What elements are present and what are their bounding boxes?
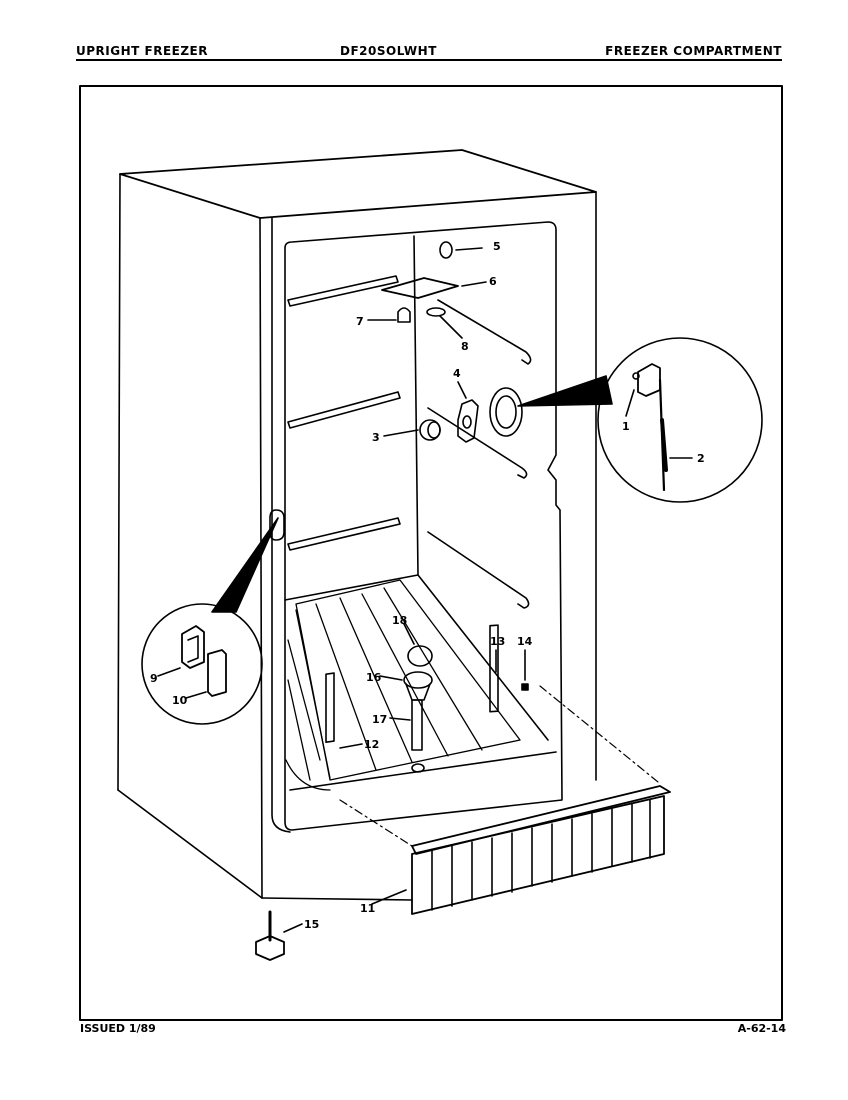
- thermostat-mount: [489, 387, 523, 437]
- callout-13: 13: [490, 635, 505, 648]
- header-section-title: FREEZER COMPARTMENT: [605, 44, 782, 58]
- detail-circle-thermostat: [597, 337, 763, 503]
- footer-page-code: A-62-14: [737, 1022, 786, 1035]
- callout-9: 9: [150, 672, 158, 685]
- part-8-bulb: [426, 307, 463, 339]
- part-4-thermostat-bezel: [457, 381, 479, 443]
- part-12-basket-guide-left: [325, 672, 363, 749]
- part-18-drain-cap: [403, 623, 433, 667]
- callout-15: 15: [304, 918, 319, 931]
- header-model-number: DF20SOLWHT: [340, 44, 437, 58]
- part-5-clip: [439, 241, 483, 259]
- footer-issue-date: ISSUED 1/89: [80, 1022, 156, 1035]
- header-rule: [76, 59, 782, 61]
- callout-12: 12: [364, 738, 379, 751]
- callout-14: 14: [517, 635, 533, 648]
- callout-3: 3: [372, 431, 380, 444]
- part-15-leveling-leg: [255, 910, 303, 961]
- part-1-thermostat: [625, 363, 661, 417]
- callout-5: 5: [493, 240, 501, 253]
- callout-8: 8: [461, 340, 469, 353]
- part-7-socket: [367, 307, 411, 323]
- header-product-type: UPRIGHT FREEZER: [76, 44, 208, 58]
- callout-16: 16: [366, 671, 382, 684]
- assembly-lines: [339, 685, 659, 847]
- callout-11: 11: [360, 902, 375, 915]
- callout-7: 7: [356, 315, 364, 328]
- callout-4: 4: [453, 367, 461, 380]
- right-shelf-rails: [427, 299, 532, 609]
- part-13-basket-guide-right: [489, 624, 499, 713]
- diagram-frame: [79, 85, 783, 1021]
- part-10-insert: [185, 649, 227, 699]
- callout-6: 6: [489, 275, 497, 288]
- part-6-light-housing: [381, 277, 487, 299]
- callout-18: 18: [392, 614, 407, 627]
- door-stop-slot: [269, 509, 285, 541]
- part-16-drain-trough: [379, 671, 433, 701]
- cabinet-body: [117, 149, 597, 901]
- detail-circle-door-stop: [141, 603, 263, 725]
- bottom-basket: [285, 579, 521, 791]
- callout-cone-left: [211, 517, 279, 613]
- liner-opening: [271, 217, 563, 833]
- callout-1: 1: [622, 420, 630, 433]
- part-2-capillary-tube: [658, 378, 693, 492]
- callout-17: 17: [372, 713, 387, 726]
- part-14-screw: [521, 649, 529, 691]
- part-3-knob: [383, 419, 441, 441]
- callout-cone-right: [517, 375, 613, 407]
- left-shelf-rails: [287, 275, 401, 551]
- part-9-clip: [157, 625, 205, 677]
- callout-10: 10: [172, 694, 188, 707]
- part-11-kickplate-grille: [371, 785, 671, 915]
- part-17-drain-tube: [389, 699, 425, 773]
- callout-2: 2: [697, 452, 705, 465]
